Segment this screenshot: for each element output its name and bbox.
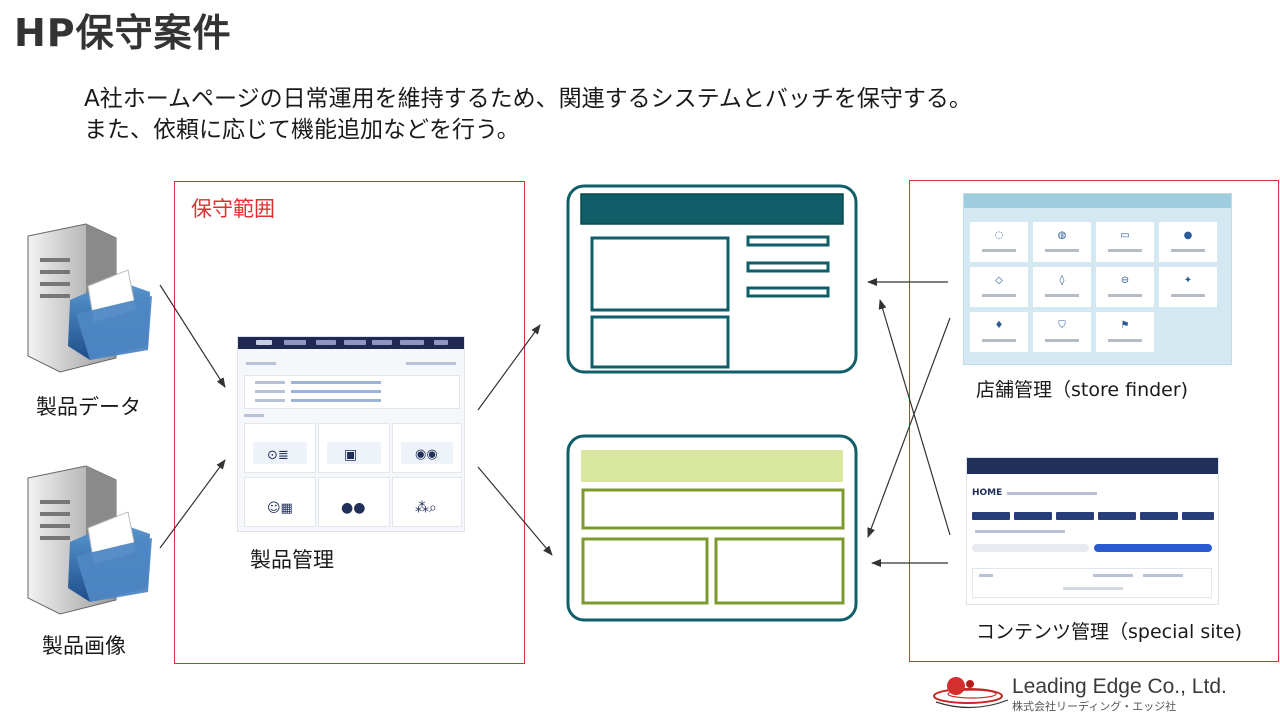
watch-icon: ◇: [995, 275, 1003, 286]
chat-icon: ◉◉: [415, 447, 438, 462]
description-line-1: A社ホームページの日常運用を維持するため、関連するシステムとバッチを保守する。: [84, 86, 972, 112]
card-logo[interactable]: ●●: [318, 477, 390, 527]
globe-icon: ●●: [341, 500, 366, 516]
card-product-image[interactable]: ▣: [318, 423, 390, 473]
image-icon: ▣: [344, 447, 358, 463]
tile-5[interactable]: ◇: [970, 267, 1028, 307]
store-management-label: 店舗管理（store finder): [976, 379, 1189, 401]
product-image-label: 製品画像: [42, 634, 126, 658]
product-data-label: 製品データ: [36, 395, 141, 419]
company-name-ja: 株式会社リーディング・エッジ社: [1012, 700, 1177, 713]
arrow-special-to-store: [878, 299, 951, 536]
tile-2[interactable]: ◍: [1033, 222, 1091, 262]
product-management-screenshot: ⊙≣ ▣ ◉◉ ☺▦ ●● ⁂⌕: [237, 336, 465, 532]
company-name-en: Leading Edge Co., Ltd.: [1012, 675, 1227, 698]
monitor-icon: ▭: [1120, 230, 1130, 241]
card-category[interactable]: ◉◉: [392, 423, 462, 473]
arrow-product-to-content: [477, 466, 553, 556]
tile-9[interactable]: ♦: [970, 312, 1028, 352]
map-icon: ✦: [1183, 275, 1193, 286]
product-management-label: 製品管理: [250, 548, 334, 572]
flag-icon: ⚑: [1120, 320, 1130, 331]
card-other[interactable]: ☺▦: [244, 477, 316, 527]
pin-icon: ♦: [994, 320, 1004, 331]
tile-4[interactable]: ●: [1159, 222, 1217, 262]
store-screen-wireframe: [566, 184, 858, 374]
cart-icon: ⛉: [1058, 320, 1066, 331]
description-line-2: また、依頼に応じて機能追加などを行う。: [84, 117, 520, 143]
system-scope-box: [909, 180, 1279, 662]
result-table: [972, 568, 1212, 598]
people-icon: ☺▦: [267, 501, 293, 516]
tile-8[interactable]: ✦: [1159, 267, 1217, 307]
store-finder-header: [964, 194, 1231, 208]
tile-3[interactable]: ▭: [1096, 222, 1154, 262]
list-icon: ⊙≣: [267, 448, 289, 463]
special-site-screenshot: HOME: [966, 457, 1219, 605]
clear-button[interactable]: [972, 544, 1089, 552]
maintenance-scope-label: 保守範囲: [191, 197, 275, 221]
recent-updates-card: [244, 375, 460, 409]
content-screen-wireframe: [566, 434, 858, 622]
page-title: HP保守案件: [14, 11, 232, 55]
product-nav-bar: [238, 337, 464, 349]
search-icon: ⁂⌕: [415, 500, 437, 516]
user-icon: ●: [1183, 230, 1193, 241]
tile-6[interactable]: ◊: [1033, 267, 1091, 307]
search-button[interactable]: [1094, 544, 1212, 552]
company-logo-icon: [933, 677, 1009, 709]
chat-icon: ◌: [994, 230, 1004, 241]
special-site-nav-bar: [967, 458, 1218, 474]
content-management-label: コンテンツ管理（special site): [976, 621, 1243, 643]
maintenance-scope-box: [174, 181, 525, 664]
tile-10[interactable]: ⛉: [1033, 312, 1091, 352]
card-search-test[interactable]: ⁂⌕: [392, 477, 462, 527]
card-product-data[interactable]: ⊙≣: [244, 423, 316, 473]
tag-icon: ◊: [1059, 275, 1065, 286]
arrow-storefinder-to-content: [867, 317, 951, 538]
badge-icon: ⊖: [1120, 275, 1130, 286]
globe-icon: ◍: [1057, 230, 1067, 241]
product-data-server-icon: [27, 223, 152, 373]
tile-11[interactable]: ⚑: [1096, 312, 1154, 352]
tile-1[interactable]: ◌: [970, 222, 1028, 262]
store-finder-screenshot: ◌ ◍ ▭ ● ◇ ◊ ⊖ ✦ ♦ ⛉ ⚑: [963, 193, 1232, 365]
arrow-image-to-product: [159, 459, 226, 549]
arrow-product-to-store: [477, 324, 541, 411]
tile-7[interactable]: ⊖: [1096, 267, 1154, 307]
home-heading: HOME: [972, 488, 1003, 498]
arrow-data-to-product: [159, 284, 226, 388]
product-image-server-icon: [27, 465, 152, 615]
